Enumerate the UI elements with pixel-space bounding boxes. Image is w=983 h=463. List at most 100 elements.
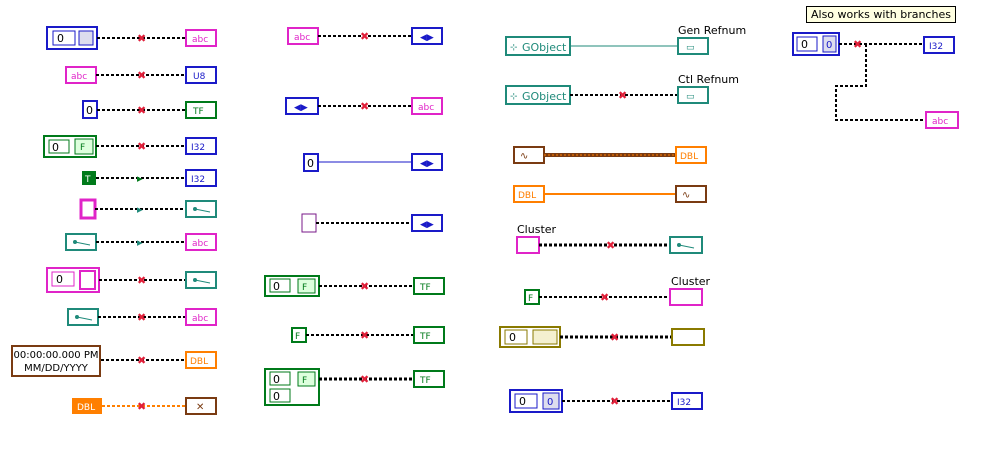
row-refnum-to-string-2: ✖ abc: [67, 308, 217, 326]
svg-text:0: 0: [86, 104, 93, 117]
svg-text:abc: abc: [71, 72, 87, 82]
coercion-x-icon: ✖: [137, 274, 146, 287]
coercion-x-icon: ✖: [137, 400, 146, 413]
row-gobject-gen-refnum: ⊹ GObject ▭: [505, 36, 709, 56]
svg-text:0: 0: [57, 32, 64, 45]
row-string-to-u8: abc ✖ U8: [65, 66, 217, 84]
svg-text:0: 0: [56, 273, 63, 286]
string-indicator[interactable]: [185, 29, 217, 47]
timestamp-time: 00:00:00.000 PM: [13, 350, 99, 361]
svg-text:GObject: GObject: [522, 90, 567, 103]
svg-text:DBL: DBL: [518, 191, 536, 201]
svg-text:F: F: [295, 332, 300, 342]
svg-text:0: 0: [509, 331, 516, 344]
row-bool-to-i32: 0 F ✖ I32: [43, 135, 217, 158]
svg-text:0: 0: [307, 157, 314, 170]
svg-text:∿: ∿: [682, 190, 690, 201]
svg-text:TF: TF: [419, 332, 431, 342]
svg-text:0: 0: [273, 390, 280, 403]
svg-text:◀▶: ◀▶: [420, 33, 434, 43]
svg-text:0: 0: [273, 373, 280, 386]
row-boolarray-to-tf: 0 F ✖ TF: [264, 275, 445, 297]
timestamp-control[interactable]: 00:00:00.000 PM MM/DD/YYYY: [11, 345, 101, 377]
svg-text:◀▶: ◀▶: [420, 220, 434, 230]
svg-text:0: 0: [801, 38, 808, 51]
row-clusterarray-to-cluster: 0 ✖: [499, 326, 705, 348]
coercion-x-icon: ✖: [360, 373, 369, 386]
row-intarray-to-i32: 0 0 ✖ I32: [509, 389, 703, 413]
coercion-x-icon: ✖: [137, 104, 146, 117]
row-path-to-refnum: ▸: [79, 198, 217, 220]
svg-text:U8: U8: [193, 72, 206, 82]
timestamp-date: MM/DD/YYYY: [24, 363, 88, 374]
coercion-x-icon: ✖: [137, 32, 146, 45]
row-enum-to-string: ◀▶ ✖ abc: [285, 97, 443, 115]
row-timestamp-to-dbl: ✖ DBL: [101, 351, 217, 369]
svg-text:TF: TF: [192, 107, 204, 117]
coercion-x-icon: ✖: [137, 69, 146, 82]
row-gobject-ctl-refnum: ⊹ GObject ✖ ▭: [505, 85, 709, 105]
row-int-to-string: 0 ✖ abc: [46, 26, 217, 50]
row-int-to-enum: 0 ◀▶: [303, 153, 443, 172]
coercion-x-icon: ✖: [610, 331, 619, 344]
coercion-x-icon: ✖: [360, 329, 369, 342]
coercion-x-icon: ✖: [600, 291, 609, 304]
branches-tooltip: Also works with branches: [806, 6, 956, 23]
svg-text:▭: ▭: [686, 43, 695, 53]
svg-text:DBL: DBL: [190, 357, 208, 367]
coercion-x-icon: ✖: [360, 100, 369, 113]
row-true-to-i32: T ▸ I32: [82, 169, 217, 187]
svg-text:0: 0: [547, 397, 553, 408]
svg-text:F: F: [302, 283, 307, 293]
row-waveform-to-dbl: ∿ DBL: [513, 146, 707, 164]
coercion-x-icon: ✖: [610, 395, 619, 408]
row-bool2darray-to-tf: 0 0 F ✖ TF: [264, 368, 445, 406]
svg-text:◀▶: ◀▶: [294, 103, 308, 113]
svg-text:F: F: [528, 294, 533, 304]
row-dbl-to-waveform: DBL ∿: [513, 185, 707, 203]
svg-text:abc: abc: [932, 117, 948, 127]
svg-text:∿: ∿: [520, 151, 528, 162]
svg-text:I32: I32: [929, 42, 943, 52]
svg-text:✕: ✕: [196, 402, 204, 413]
svg-text:I32: I32: [677, 398, 691, 408]
svg-text:T: T: [84, 175, 91, 185]
svg-text:0: 0: [826, 40, 832, 51]
row-false-to-tf: F ✖ TF: [291, 326, 445, 344]
svg-text:abc: abc: [294, 33, 310, 43]
svg-text:⊹: ⊹: [510, 92, 518, 102]
row-false-to-cluster: F ✖: [524, 288, 703, 306]
coercion-x-icon: ▸: [137, 172, 143, 185]
svg-text:abc: abc: [192, 314, 208, 324]
coercion-x-icon: ✖: [853, 38, 862, 51]
svg-text:abc: abc: [192, 239, 208, 249]
row-dbl-to-enum: DBL ✖ ✕: [72, 397, 217, 415]
svg-text:GObject: GObject: [522, 41, 567, 54]
row-patharray-to-refnum: 0 ✖: [46, 267, 217, 293]
svg-text:I32: I32: [191, 175, 205, 185]
coercion-x-icon: ✖: [137, 311, 146, 324]
svg-text:F: F: [302, 376, 307, 386]
svg-text:abc: abc: [418, 103, 434, 113]
cluster-label-top: Cluster: [517, 223, 557, 236]
coercion-x-icon: ✖: [360, 30, 369, 43]
svg-text:0: 0: [519, 395, 526, 408]
svg-text:0: 0: [273, 280, 280, 293]
coercion-x-icon: ✖: [137, 140, 146, 153]
cluster-label-mid: Cluster: [671, 275, 711, 288]
row-int-to-bool: 0 ✖ TF: [82, 100, 217, 119]
coercion-x-icon: ✖: [618, 89, 627, 102]
gen-refnum-label: Gen Refnum: [678, 24, 747, 37]
coercion-x-icon: ✖: [137, 354, 146, 367]
ctl-refnum-label: Ctl Refnum: [678, 73, 739, 86]
svg-text:I32: I32: [191, 143, 205, 153]
svg-text:▭: ▭: [686, 92, 695, 102]
svg-text:abc: abc: [192, 35, 208, 45]
svg-text:⊹: ⊹: [510, 43, 518, 53]
svg-text:TF: TF: [419, 376, 431, 386]
row-cluster-to-refnum: ✖: [516, 236, 703, 254]
coercion-x-icon: ✖: [360, 280, 369, 293]
coercion-x-icon: ✖: [606, 239, 615, 252]
coercion-x-icon: ▸: [137, 236, 143, 249]
